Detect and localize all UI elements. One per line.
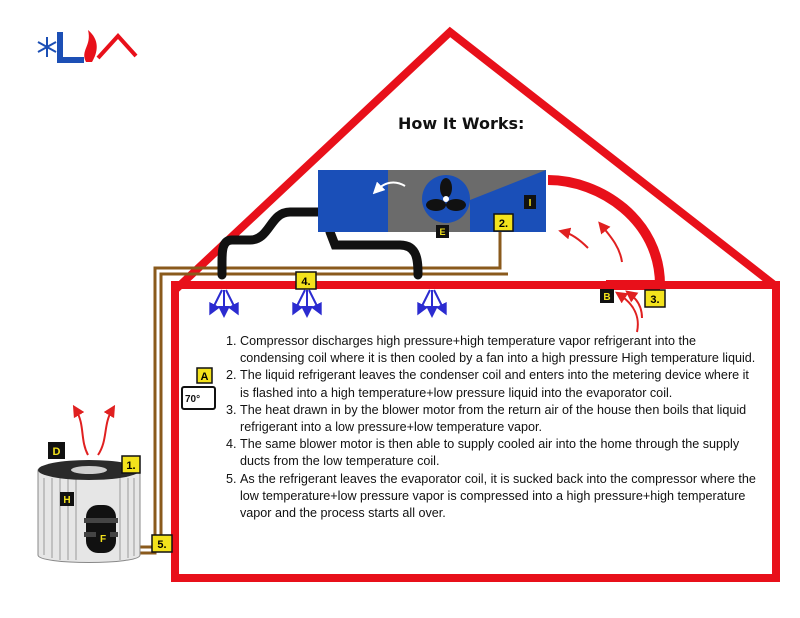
refrigerant-line-set	[130, 232, 508, 555]
suction-lines	[217, 207, 423, 280]
thermostat: 70°	[181, 386, 216, 410]
svg-text:E: E	[439, 227, 445, 237]
heat-exhaust-arrows	[72, 404, 116, 456]
marker-labels: A B D E F H I 1.	[48, 195, 666, 553]
snowflake-icon	[37, 37, 57, 57]
compressor-icon	[84, 505, 118, 553]
marker-2: 2.	[493, 213, 514, 232]
marker-H: H	[60, 492, 74, 506]
blower-fan-icon	[422, 175, 470, 223]
plenum	[470, 170, 546, 232]
svg-text:D: D	[53, 446, 61, 458]
supply-duct	[547, 175, 665, 290]
list-item: 5.As the refrigerant leaves the evaporat…	[226, 471, 756, 521]
marker-I: I	[524, 195, 536, 209]
marker-D: D	[48, 442, 65, 459]
svg-text:4.: 4.	[301, 276, 310, 288]
list-item: 1.Compressor discharges high pressure+hi…	[226, 334, 756, 366]
logo-letter	[57, 32, 84, 63]
return-air-arrows	[558, 221, 643, 333]
svg-text:2.: 2.	[499, 218, 508, 230]
condenser-unit	[37, 460, 141, 563]
airflow-arrow-icon	[372, 181, 406, 195]
roof-icon	[96, 33, 138, 60]
marker-E: E	[436, 225, 449, 238]
house-outline	[171, 26, 780, 582]
list-item: 3.The heat drawn in by the blower motor …	[226, 402, 747, 435]
flame-icon	[84, 30, 97, 62]
svg-text:F: F	[100, 534, 106, 545]
svg-text:1.: 1.	[126, 460, 135, 472]
list-item: 2.The liquid refrigerant leaves the cond…	[226, 368, 749, 400]
marker-B: B	[600, 289, 614, 303]
svg-text:H: H	[63, 495, 70, 506]
svg-text:A: A	[201, 371, 209, 383]
logo	[37, 30, 138, 63]
air-handler	[318, 170, 546, 232]
supply-air-arrows	[209, 289, 447, 318]
evaporator-coil	[318, 170, 388, 232]
marker-1: 1.	[121, 455, 141, 474]
marker-F: F	[96, 531, 110, 545]
marker-3: 3.	[644, 289, 666, 308]
thermostat-reading: 70°	[185, 394, 200, 405]
list-item: 4.The same blower motor is then able to …	[226, 437, 740, 469]
steps-list: 1.Compressor discharges high pressure+hi…	[222, 333, 760, 522]
marker-5: 5.	[151, 534, 173, 553]
svg-text:I: I	[529, 198, 532, 209]
marker-4: 4.	[295, 271, 317, 290]
svg-text:B: B	[603, 292, 610, 303]
svg-text:5.: 5.	[157, 539, 166, 551]
marker-A: A	[196, 367, 213, 384]
diagram-title: How It Works:	[398, 114, 525, 133]
svg-text:3.: 3.	[650, 294, 659, 306]
